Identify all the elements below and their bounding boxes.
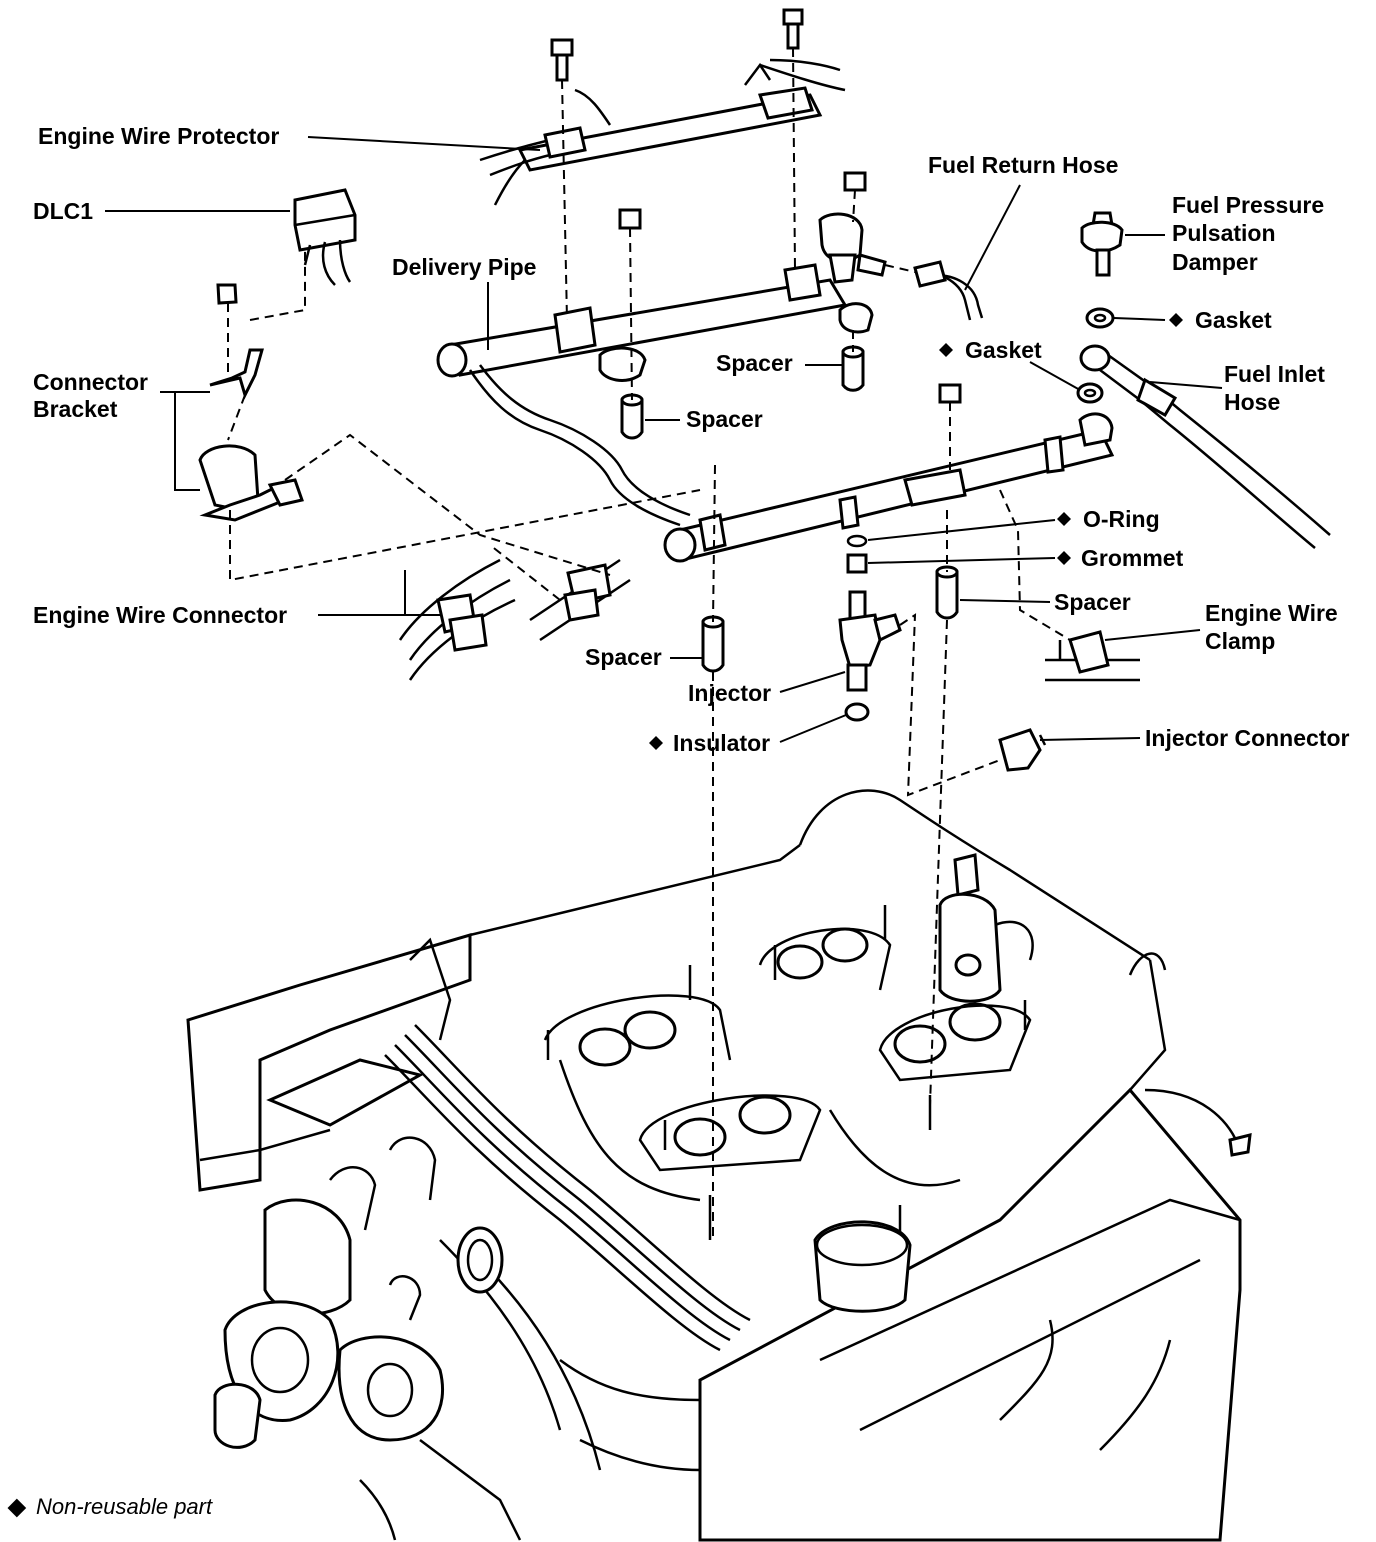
dlc1-part (293, 188, 357, 286)
label-engine-wire-connector: Engine Wire Connector (33, 602, 287, 628)
injector-connector-part (998, 728, 1047, 772)
label-engine-wire-protector: Engine Wire Protector (38, 123, 279, 149)
label-fuel-inlet-line1: Fuel Inlet (1224, 361, 1325, 387)
leader-lines (105, 136, 1223, 743)
label-gasket-mid: Gasket (965, 337, 1042, 363)
gasket-right-part (1085, 307, 1115, 329)
label-spacer-right: Spacer (1054, 589, 1131, 615)
label-connector-bracket-line1: Connector (33, 369, 148, 395)
engine-wire-protector-part (479, 58, 846, 206)
callout-labels: Engine Wire Protector DLC1 Delivery Pipe… (33, 123, 1350, 756)
non-reusable-mark-grommet (1057, 551, 1071, 565)
label-engine-wire-clamp-line1: Engine Wire (1205, 600, 1338, 626)
label-fuel-return-hose: Fuel Return Hose (928, 152, 1118, 178)
insulator-part (844, 702, 870, 722)
delivery-pipe-lower-part (663, 383, 1115, 563)
label-grommet: Grommet (1081, 545, 1184, 571)
delivery-pipe-part (436, 212, 887, 527)
label-connector-bracket-line2: Bracket (33, 396, 118, 422)
studs (546, 905, 1027, 1240)
intake-ports (543, 927, 1032, 1202)
injector-part (838, 590, 902, 692)
non-reusable-mark-o-ring (1057, 512, 1071, 526)
label-gasket-right: Gasket (1195, 307, 1272, 333)
non-reusable-mark-gasket-mid (939, 343, 953, 357)
label-injector: Injector (688, 680, 771, 706)
label-o-ring: O-Ring (1083, 506, 1160, 532)
label-spacer-upper-left: Spacer (686, 406, 763, 432)
label-spacer-lower: Spacer (585, 644, 662, 670)
non-reusable-mark-insulator (649, 736, 663, 750)
label-dlc1: DLC1 (33, 198, 93, 224)
legend-text: Non-reusable part (36, 1494, 213, 1519)
o-ring-part (846, 534, 868, 548)
label-fuel-pressure-line2: Pulsation (1172, 220, 1276, 246)
spacer-right-part (935, 565, 959, 620)
label-delivery-pipe: Delivery Pipe (392, 254, 536, 280)
label-insulator: Insulator (673, 730, 770, 756)
spacer-lower-part (701, 615, 725, 673)
label-spacer-upper-right: Spacer (716, 350, 793, 376)
fuel-inlet-hose-part (1079, 344, 1331, 549)
engine-wire-clamp-part (1045, 630, 1140, 682)
engine-wire-connector-part (398, 558, 631, 681)
label-injector-connector: Injector Connector (1145, 725, 1350, 751)
connector-bracket-part (198, 283, 304, 522)
non-reusable-mark-gasket-right (1169, 313, 1183, 327)
legend: ◆ Non-reusable part (7, 1493, 213, 1519)
label-fuel-pressure-line1: Fuel Pressure (1172, 192, 1324, 218)
label-engine-wire-clamp-line2: Clamp (1205, 628, 1275, 654)
label-fuel-inlet-line2: Hose (1224, 389, 1280, 415)
grommet-part (846, 553, 868, 574)
label-fuel-pressure-line3: Damper (1172, 249, 1258, 275)
nuts-upper (618, 171, 867, 230)
gasket-mid-part (1076, 382, 1104, 404)
engine-block (186, 789, 1252, 1542)
legend-symbol: ◆ (7, 1493, 27, 1519)
wire-harness (384, 937, 751, 1472)
fuel-pressure-damper-part (1080, 211, 1124, 277)
bolts-top (550, 8, 804, 82)
